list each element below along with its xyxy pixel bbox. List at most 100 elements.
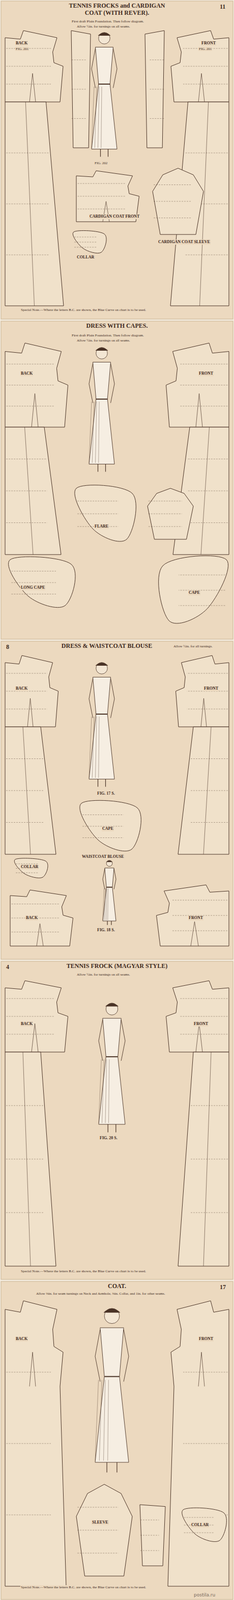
- guide-line: [6, 203, 49, 204]
- guide-line: [11, 581, 56, 582]
- guide-line: [187, 689, 228, 691]
- piece-label: BACK: [15, 684, 28, 690]
- guide-line: [148, 500, 183, 501]
- pleat-line: [89, 400, 92, 462]
- pattern-piece: [5, 1298, 67, 1584]
- page-number: 8: [6, 641, 10, 650]
- guide-line: [6, 521, 47, 522]
- figure-hair: [98, 32, 111, 36]
- guide-line: [77, 1504, 119, 1505]
- guide-line: [190, 788, 228, 790]
- piece-outline: [5, 101, 64, 306]
- guide-line: [6, 788, 44, 790]
- guide-line: [179, 363, 228, 364]
- piece-outline: [76, 1481, 133, 1573]
- piece-label: FRONT: [198, 370, 214, 376]
- piece-label: FIG. 17 S.: [96, 789, 116, 795]
- guide-line: [6, 1032, 55, 1033]
- guide-line: [148, 525, 183, 526]
- piece-label: SLEEVE: [91, 1516, 109, 1523]
- guide-line: [77, 1527, 119, 1528]
- figure-belt: [104, 1373, 120, 1375]
- guide-line: [6, 1210, 44, 1211]
- pleat-line: [105, 1057, 107, 1121]
- pattern-piece: [139, 1501, 166, 1563]
- pleat-line: [99, 1377, 102, 1458]
- dart-line: [200, 696, 207, 726]
- pleat-line: [95, 715, 98, 777]
- guide-line: [6, 83, 51, 85]
- pattern-note: First draft Plain Foundation. Then follo…: [71, 19, 145, 24]
- guide-line: [11, 901, 61, 903]
- grain-line: [22, 725, 31, 853]
- guide-line: [179, 404, 228, 406]
- guide-line: [150, 59, 165, 61]
- page-sheet: [1, 1278, 233, 1597]
- guide-line: [74, 236, 97, 238]
- pleat-line: [101, 86, 102, 148]
- fashion-figure: [89, 661, 115, 786]
- guide-line: [171, 898, 228, 899]
- guide-line: [77, 208, 127, 210]
- guide-line: [6, 254, 49, 255]
- grain-line: [203, 1049, 212, 1264]
- piece-outline: [178, 1049, 229, 1264]
- pleat-line: [95, 1377, 99, 1458]
- piece-label: COLLAR: [190, 1519, 210, 1525]
- piece-outline: [5, 978, 69, 1050]
- guide-line: [153, 217, 191, 218]
- guide-line: [74, 246, 97, 248]
- guide-line: [190, 1156, 228, 1158]
- guide-line: [150, 89, 165, 90]
- guide-line: [71, 118, 86, 119]
- guide-line: [190, 820, 228, 822]
- pleat-line: [95, 400, 98, 462]
- pattern-piece: [156, 883, 230, 945]
- guide-line: [171, 928, 228, 930]
- pattern-note: First draft Plain Foundation. Then follo…: [71, 332, 145, 337]
- guide-line: [183, 1440, 228, 1442]
- pattern-piece: [176, 654, 230, 726]
- piece-label: FRONT: [200, 40, 217, 46]
- figure-legs: [98, 777, 106, 786]
- pleat-line: [98, 400, 100, 462]
- piece-outline: [176, 654, 230, 726]
- piece-outline: [5, 30, 64, 102]
- pattern-piece: [5, 978, 69, 1050]
- guide-line: [150, 118, 165, 119]
- dart-line: [29, 73, 36, 102]
- page-title: TENNIS FROCKS and CARDIGAN COAT (WITH RE…: [66, 2, 168, 17]
- guide-line: [140, 1516, 160, 1518]
- pleat-line: [98, 715, 100, 777]
- piece-outline: [74, 484, 137, 541]
- guide-line: [6, 1014, 55, 1015]
- guide-line: [183, 66, 228, 67]
- pattern-piece: [5, 30, 64, 102]
- piece-label: FLARE: [94, 522, 109, 529]
- figure-arm: [121, 1017, 126, 1059]
- guide-line: [187, 489, 228, 491]
- figure-hair: [103, 1305, 121, 1310]
- page-title: COAT.: [66, 1280, 168, 1288]
- pleat-line: [92, 715, 95, 777]
- pattern-piece: [178, 1049, 229, 1264]
- piece-label: BACK: [20, 370, 34, 376]
- figure-dress: [89, 361, 115, 464]
- guide-line: [77, 183, 127, 184]
- figure-belt: [98, 83, 111, 85]
- piece-outline: [14, 856, 48, 877]
- guide-line: [6, 1440, 51, 1442]
- guide-line: [140, 1532, 160, 1533]
- pattern-note: FIG. 201: [198, 46, 213, 51]
- figure-legs: [100, 149, 109, 157]
- figure-hair: [106, 858, 113, 861]
- piece-label: FRONT: [203, 684, 219, 690]
- guide-line: [179, 1032, 228, 1033]
- guide-line: [6, 1511, 51, 1513]
- piece-label: BACK: [15, 40, 28, 46]
- figure-dress: [91, 47, 117, 150]
- pattern-piece: [5, 101, 64, 306]
- guide-line: [178, 604, 225, 605]
- pleat-line: [102, 886, 105, 919]
- pattern-note: FIG. 201: [15, 46, 29, 51]
